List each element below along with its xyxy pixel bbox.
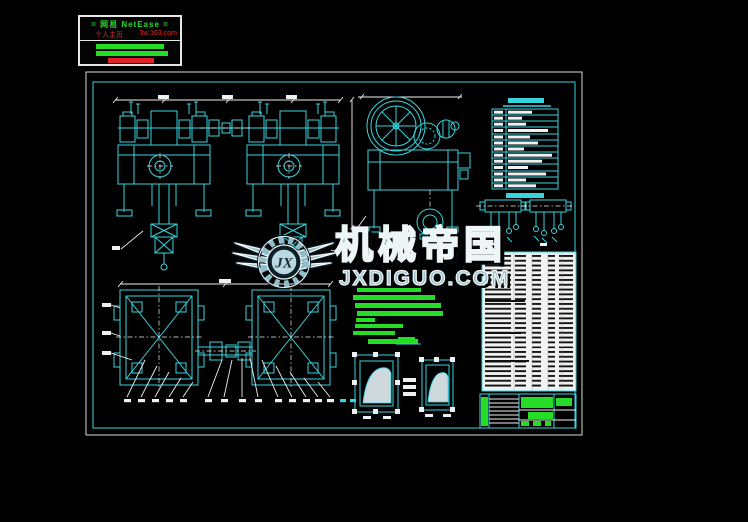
- suspension-detail-views: [475, 199, 576, 246]
- leader-lines: [126, 357, 331, 398]
- netease-right-text: 3w.163.com: [139, 30, 177, 37]
- netease-title: = 网易 NetEase =: [91, 20, 169, 29]
- part-number-labels: [124, 399, 356, 403]
- divider: [80, 40, 180, 41]
- front-elevation-view: [112, 95, 344, 271]
- redacted-green-bar: [96, 44, 164, 49]
- technical-notes-redacted: [353, 288, 443, 345]
- redacted-green-bar: [96, 51, 168, 56]
- plan-view: [102, 279, 356, 403]
- section-detail-views: [352, 339, 455, 419]
- redacted-red-bar: [108, 58, 154, 63]
- table-text-redacted: [494, 110, 552, 188]
- title-block: [479, 393, 577, 429]
- side-view: [331, 93, 471, 254]
- parts-list-table: [481, 251, 577, 392]
- netease-watermark-box: = 网易 NetEase = 个人主页 3w.163.com: [78, 15, 182, 66]
- technical-specs-table: [491, 98, 559, 198]
- netease-left-text: 个人主页: [95, 32, 123, 39]
